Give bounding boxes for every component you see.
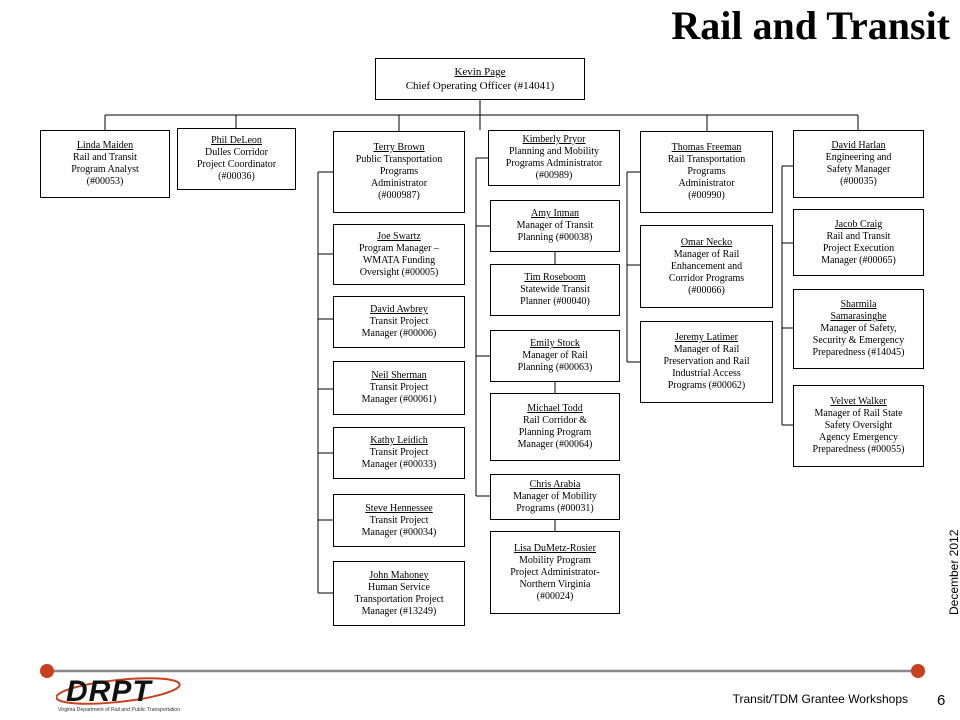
page-title: Rail and Transit	[671, 3, 950, 48]
drpt-logo: DRPT Virginia Department of Rail and Pub…	[56, 675, 181, 713]
footer-text: Transit/TDM Grantee Workshops	[732, 692, 908, 706]
date-label: December 2012	[947, 529, 960, 615]
drpt-logo-wordmark: DRPT	[66, 675, 153, 708]
footer-rule-left-dot	[40, 664, 54, 678]
footer-rule-right-dot	[911, 664, 925, 678]
org-box-kevin-page: Kevin Page Chief Operating Officer (#140…	[375, 58, 585, 100]
drpt-logo-tagline: Virginia Department of Rail and Public T…	[58, 707, 180, 713]
page-number: 6	[937, 692, 946, 709]
